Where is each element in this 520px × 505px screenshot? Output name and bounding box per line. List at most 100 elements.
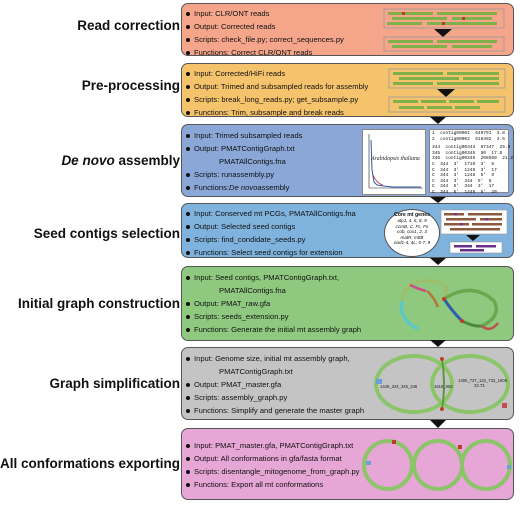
item-text: PMATAllContigs.fna	[219, 286, 286, 295]
core-gene-line: cob, cox1, 2, 3	[397, 229, 427, 235]
item-text: PMATAllContigs.fna	[219, 157, 286, 166]
item-text: Scripts: seeds_extension.py	[194, 312, 289, 321]
down-arrow-icon	[430, 258, 446, 265]
core-genes-bubble: Core mt genes atp1, 4, 6, 8, 9 ccmB, C, …	[384, 209, 440, 257]
down-arrow-icon	[430, 197, 446, 203]
stage-item: Functions: Simplify and generate the mas…	[186, 404, 364, 417]
conformations-illustration	[362, 439, 512, 491]
stage-item: Input: Corrected/HiFi reads	[186, 67, 368, 80]
stage-item: Output: PMAT_master.gfa	[186, 378, 364, 391]
bullet-icon	[186, 395, 190, 400]
core-genes-title: Core mt genes	[393, 212, 431, 218]
contig-link-row: C 344 3' 1248 5' 9	[432, 173, 495, 179]
stage-item: Output: Corrected reads	[186, 20, 344, 33]
down-arrow-icon	[430, 340, 446, 347]
bullet-icon	[186, 382, 190, 387]
stage-box-read-correction: Input: CLR/ONT reads Output: Corrected r…	[181, 3, 514, 59]
stage-item: Output: Selected seed contigs	[186, 220, 356, 233]
stage-title-de-novo-italic: De novo	[61, 153, 115, 168]
bullet-icon	[186, 71, 190, 76]
stage-box-all-conformations: Input: PMAT_master.gfa, PMATContigGraph.…	[181, 428, 514, 500]
item-text: Input: Trimed subsampled reads	[194, 131, 303, 140]
stage-item: Functions: Select seed contigs for exten…	[186, 246, 356, 259]
bullet-icon	[186, 172, 190, 177]
stage-item: Scripts: break_long_reads.py; get_subsam…	[186, 93, 368, 106]
bullet-icon	[186, 11, 190, 16]
down-arrow-icon	[434, 29, 452, 37]
stage-item: Scripts: find_condidate_seeds.py	[186, 233, 356, 246]
item-text: Output: PMAT_master.gfa	[194, 380, 282, 389]
stage-item: Functions: Generate the initial mt assem…	[186, 323, 361, 336]
bullet-icon	[186, 97, 190, 102]
hifi-reads	[393, 72, 499, 85]
down-arrow-icon	[437, 89, 455, 97]
stage-box-seed-contigs: Input: Conserved mt PCGs, PMATAllContigs…	[181, 203, 514, 258]
down-arrow-icon	[430, 117, 446, 124]
stage-title-pre-processing: Pre-processing	[81, 78, 180, 93]
contig-link-row: C 344 3' 1719 3' 8	[432, 161, 495, 167]
stage-title-initial-graph: Initial graph construction	[17, 296, 180, 311]
selected-seed-bars	[454, 245, 496, 252]
reads-illustration-preprocess	[388, 68, 506, 113]
reads-illustration-correction	[383, 8, 505, 52]
item-text: Scripts: assembly_graph.py	[194, 393, 288, 402]
item-text: Input: Genome size, initial mt assembly …	[194, 354, 350, 363]
item-text: Input: Conserved mt PCGs, PMATAllContigs…	[194, 209, 356, 218]
item-text: Input: Corrected/HiFi reads	[194, 69, 286, 78]
item-text: Functions: Export all mt conformations	[194, 480, 324, 489]
bullet-icon	[186, 84, 190, 89]
graph-label-right: 1490_737_132_733_1508	[458, 378, 507, 383]
bullet-icon	[186, 456, 190, 461]
contig-row: 1 contig00001 640791 3.8	[432, 131, 505, 136]
contig-row: 2 contig00002 616402 3.5	[432, 136, 505, 142]
stage-title-de-novo-suffix: assembly	[114, 153, 180, 168]
master-graph-illustration	[374, 354, 510, 414]
stage-title-all-conformations: All conformations exporting	[0, 456, 181, 471]
item-text: PMATContigGraph.txt	[219, 367, 293, 376]
graph-label-mid: 1619_963	[434, 384, 453, 389]
stage-item: Output: PMAT_raw.gfa	[186, 297, 361, 310]
stage-title-read-correction: Read correction	[77, 18, 180, 33]
stage-item: Input: Trimed subsampled reads	[186, 129, 302, 142]
item-text: Functions: Correct CLR/ONT reads	[194, 48, 313, 57]
item-text: Input: Seed contigs, PMATContigGraph.txt…	[194, 273, 340, 282]
item-text: Output: PMATContigGraph.txt	[194, 144, 295, 153]
stage-item: PMATContigGraph.txt	[186, 365, 364, 378]
item-text: Output: Trimed and subsampled reads for …	[194, 82, 369, 91]
bullet-icon	[186, 133, 190, 138]
stage-title-de-novo-assembly: De novo assembly	[0, 153, 180, 168]
trimmed-reads	[393, 100, 499, 109]
contig-bars	[444, 213, 502, 231]
stage-item: Output: Trimed and subsampled reads for …	[186, 80, 368, 93]
stage-item: Scripts: seeds_extension.py	[186, 310, 361, 323]
corrected-reads	[388, 40, 497, 48]
stage-box-graph-simplification: Input: Genome size, initial mt assembly …	[181, 347, 514, 420]
seed-contigs-illustration	[440, 209, 508, 254]
kmer-plot-label: Arabidopsis thaliana	[371, 156, 420, 162]
bullet-icon	[186, 314, 190, 319]
contig-link-row: C 344 5' 1449 5' 20	[432, 189, 497, 195]
bullet-icon	[186, 211, 190, 216]
core-gene-line: atp1, 4, 6, 8, 9	[397, 218, 427, 224]
bullet-icon	[186, 50, 190, 55]
stage-item: Input: Conserved mt PCGs, PMATAllContigs…	[186, 207, 356, 220]
item-text: Functions: Select seed contigs for exten…	[194, 248, 343, 257]
bullet-icon	[186, 24, 190, 29]
stage-item: Output: PMATContigGraph.txt	[186, 142, 302, 155]
bullet-icon	[186, 110, 190, 115]
stage-item: Functions: Correct CLR/ONT reads	[186, 46, 344, 59]
stage-item: Scripts: disentangle_mitogenome_from_gra…	[186, 465, 359, 478]
stage-item: Input: Seed contigs, PMATContigGraph.txt…	[186, 271, 361, 284]
bullet-icon	[186, 237, 190, 242]
bullet-icon	[186, 301, 190, 306]
graph-label-right2: 33.73	[474, 383, 485, 388]
stage-item: PMATAllContigs.fna	[186, 155, 302, 168]
raw-reads	[387, 12, 497, 25]
stage-box-de-novo-assembly: Input: Trimed subsampled reads Output: P…	[181, 124, 514, 197]
bullet-icon	[186, 408, 190, 413]
item-text: Functions: Trim, subsample and break rea…	[194, 108, 344, 117]
stage-item: Functions: Trim, subsample and break rea…	[186, 106, 368, 119]
